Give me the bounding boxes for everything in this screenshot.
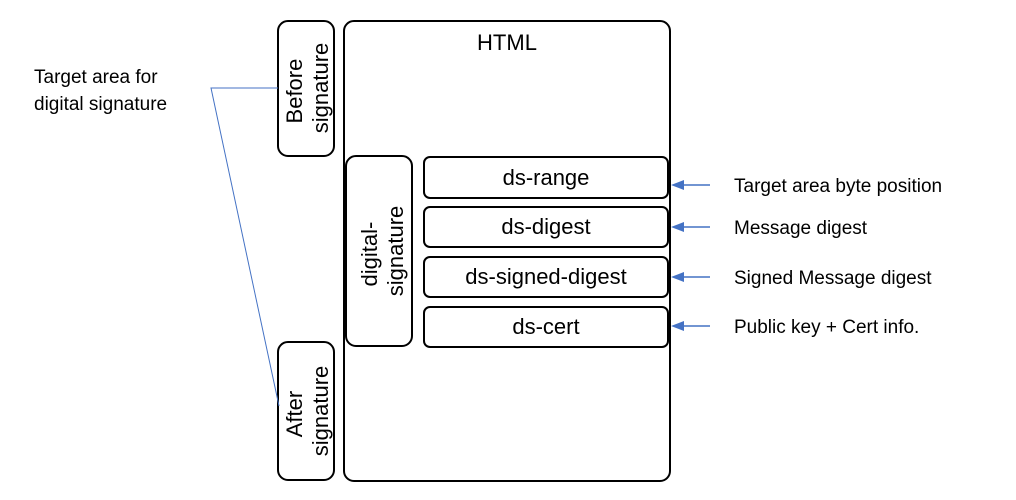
ds-digest-arrowhead [671, 222, 684, 232]
ds-range-label: ds-range [503, 165, 590, 190]
after-signature-label-line1: After [282, 391, 307, 437]
before-signature-label: Before signature [282, 43, 333, 134]
ds-signed-digest-box [423, 256, 669, 298]
html-document-box [343, 20, 671, 482]
target-area-label-line1: Target area for [34, 67, 158, 88]
digital-signature-label-line2: signature [383, 206, 408, 297]
ds-signed-digest-label: ds-signed-digest [465, 264, 626, 289]
after-signature-box [277, 341, 335, 481]
digital-signature-label-line1: digital- [357, 222, 382, 287]
digital-signature-label: digital- signature [357, 206, 408, 297]
ds-cert-annotation: Public key + Cert info. [734, 317, 919, 338]
digital-signature-box [345, 155, 413, 347]
target-area-leader-lines [210, 87, 280, 407]
after-signature-label-line2: signature [308, 366, 333, 457]
html-box-label: HTML [477, 30, 537, 55]
ds-digest-label: ds-digest [501, 214, 590, 239]
after-signature-label: After signature [282, 366, 333, 457]
ds-digest-annotation: Message digest [734, 218, 868, 239]
target-area-label-line2: digital signature [34, 94, 167, 115]
ds-cert-box [423, 306, 669, 348]
ds-range-annotation: Target area byte position [734, 176, 942, 197]
ds-range-arrowhead [671, 180, 684, 190]
before-signature-label-line2: signature [308, 43, 333, 134]
ds-digest-box [423, 206, 669, 248]
ds-cert-label: ds-cert [512, 314, 579, 339]
ds-signed-digest-annotation: Signed Message digest [734, 268, 932, 289]
before-signature-label-line1: Before [282, 59, 307, 124]
ds-cert-arrowhead [671, 321, 684, 331]
target-area-label: Target area for digital signature [34, 67, 167, 115]
ds-signed-digest-arrowhead [671, 272, 684, 282]
ds-range-box [423, 156, 669, 199]
